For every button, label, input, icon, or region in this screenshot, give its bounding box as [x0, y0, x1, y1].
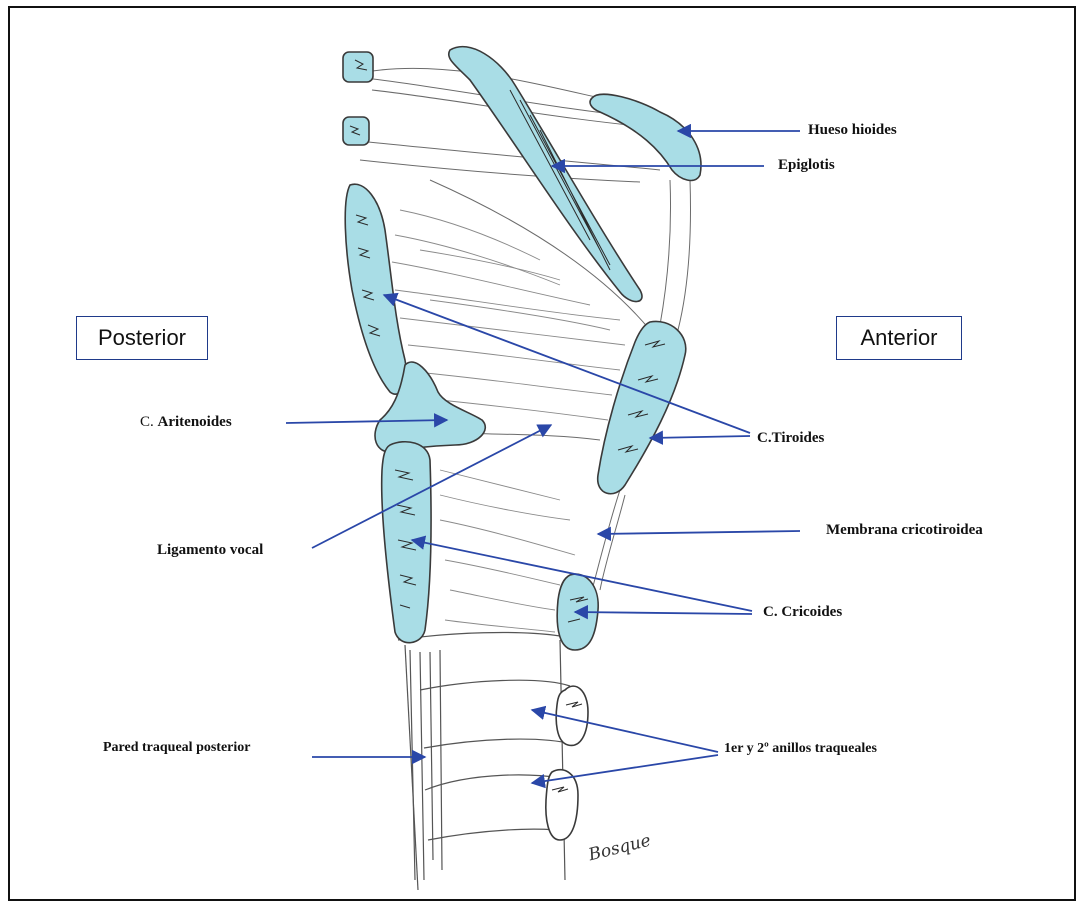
label-arytenoid-name: Aritenoides	[158, 414, 232, 430]
thyroid-anterior-lamina	[598, 321, 686, 493]
label-posterior-tracheal-wall: Pared traqueal posterior	[103, 740, 251, 756]
label-tracheal-rings: 1er y 2º anillos traqueales	[724, 741, 877, 757]
label-arytenoid: C. Aritenoides	[140, 414, 232, 431]
anterior-label: Anterior	[860, 325, 937, 351]
trachea	[398, 633, 572, 890]
posterior-label: Posterior	[98, 325, 186, 351]
epiglottis-cartilage	[449, 47, 642, 302]
hyoid-cartilage	[590, 94, 701, 180]
label-arytenoid-prefix: C.	[140, 414, 154, 430]
triticeous-cartilage	[343, 117, 369, 145]
label-cricothyroid-membrane: Membrana cricotiroidea	[826, 522, 983, 539]
thyroid-posterior-horn	[345, 184, 406, 394]
arrow-thyroid-2	[650, 436, 750, 438]
cricoid-fibers	[440, 470, 575, 632]
label-epiglottis: Epiglotis	[778, 157, 835, 174]
label-cricoid: C. Cricoides	[763, 604, 842, 621]
arrow-cricothyroid	[598, 531, 800, 534]
label-vocal-ligament: Ligamento vocal	[157, 542, 263, 559]
posterior-label-box: Posterior	[76, 316, 208, 360]
label-thyroid: C.Tiroides	[757, 430, 824, 447]
anterior-label-box: Anterior	[836, 316, 962, 360]
arrow-cricoid-2	[575, 612, 752, 614]
label-hyoid: Hueso hioides	[808, 122, 897, 139]
